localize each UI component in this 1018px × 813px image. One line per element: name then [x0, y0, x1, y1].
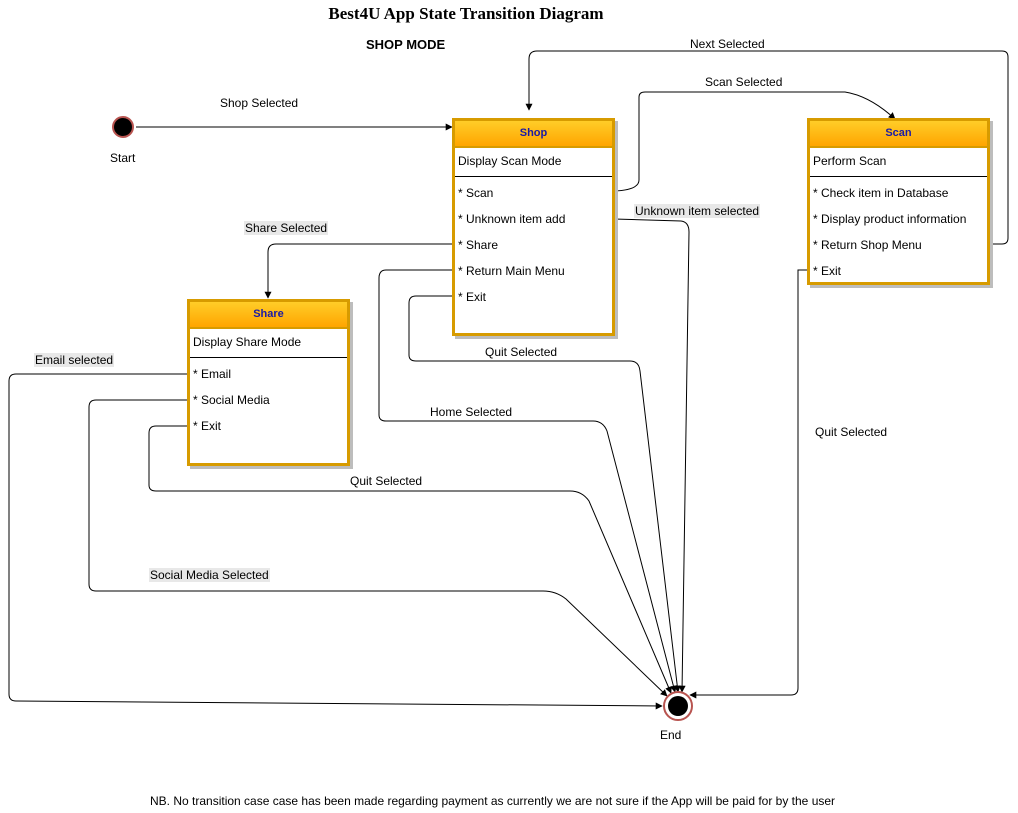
- state-shop-header: Shop: [455, 121, 612, 148]
- edge-unknown-item: [613, 218, 690, 693]
- state-item: * Return Shop Menu: [813, 238, 922, 252]
- state-item: * Email: [193, 367, 232, 381]
- label-shop-selected: Shop Selected: [220, 96, 299, 110]
- state-item: * Share: [458, 238, 499, 252]
- edge-share-selected: [264, 243, 454, 299]
- label-quit-scan: Quit Selected: [815, 425, 888, 439]
- label-social-media-selected: Social Media Selected: [149, 568, 270, 582]
- diagram-title: Best4U App State Transition Diagram: [328, 4, 604, 23]
- state-item: * Exit: [813, 264, 842, 278]
- state-shop: Shop Display Scan Mode * Scan * Unknown …: [452, 118, 615, 336]
- edge-quit-scan: [689, 269, 809, 699]
- end-node: [663, 691, 693, 721]
- state-share-header: Share: [190, 302, 347, 329]
- diagram-subtitle: SHOP MODE: [366, 37, 446, 52]
- edge-next-selected: [525, 50, 1009, 245]
- edge-scan-selected: [613, 91, 896, 192]
- state-item: * Exit: [193, 419, 222, 433]
- state-scan: Scan Perform Scan * Check item in Databa…: [807, 118, 990, 285]
- label-email-selected: Email selected: [34, 353, 115, 367]
- edge-quit-shop: [408, 295, 681, 693]
- state-shop-subtitle: Display Scan Mode: [455, 148, 612, 177]
- label-quit-share: Quit Selected: [350, 474, 423, 488]
- state-share: Share Display Share Mode * Email * Socia…: [187, 299, 350, 466]
- edge-social-media-selected: [88, 399, 668, 697]
- state-item: * Unknown item add: [458, 212, 566, 226]
- start-label: Start: [110, 151, 136, 165]
- edge-quit-share: [148, 425, 672, 694]
- label-share-selected: Share Selected: [244, 221, 329, 235]
- state-item: * Scan: [458, 186, 494, 200]
- state-scan-subtitle: Perform Scan: [810, 148, 987, 177]
- label-quit-shop: Quit Selected: [485, 345, 558, 359]
- state-item: * Display product information: [813, 212, 967, 226]
- label-scan-selected: Scan Selected: [705, 75, 783, 89]
- state-item: * Social Media: [193, 393, 270, 407]
- state-item: * Return Main Menu: [458, 264, 565, 278]
- label-home-selected: Home Selected: [430, 405, 513, 419]
- state-item: * Exit: [458, 290, 487, 304]
- label-next-selected: Next Selected: [690, 37, 765, 51]
- edge-email-selected: [8, 373, 663, 710]
- footnote: NB. No transition case case has been mad…: [150, 794, 836, 808]
- state-item: * Check item in Database: [813, 186, 949, 200]
- end-node-dot: [668, 696, 688, 716]
- start-node: [112, 116, 134, 138]
- state-share-subtitle: Display Share Mode: [190, 329, 347, 358]
- edge-home-selected: [378, 269, 677, 693]
- label-unknown-item-selected: Unknown item selected: [634, 204, 761, 218]
- state-scan-header: Scan: [810, 121, 987, 148]
- end-label: End: [660, 728, 682, 742]
